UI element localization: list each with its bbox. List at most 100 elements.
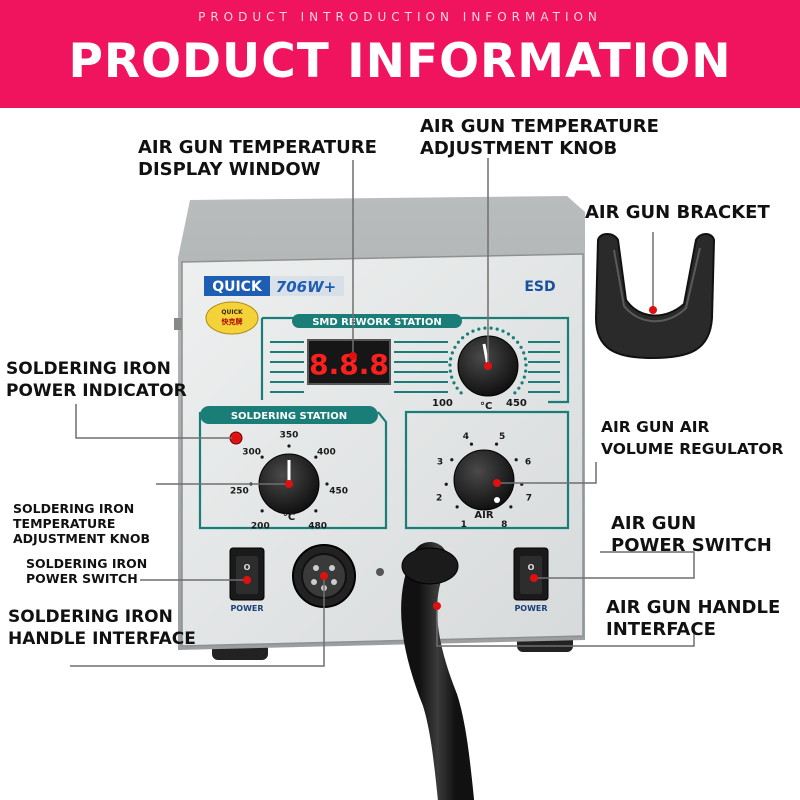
label-bracket: AIR GUN BRACKET (585, 202, 770, 223)
dial-tick (260, 455, 264, 459)
air-label: AIR (474, 510, 493, 521)
socket-pin (311, 579, 317, 585)
air-gun-bracket (594, 233, 716, 360)
dial-tick (455, 505, 459, 509)
dial-tick (465, 332, 470, 336)
socket-pin (329, 565, 335, 571)
socket-pin (313, 565, 319, 571)
dial-tick (287, 444, 291, 448)
dial-tick (469, 442, 474, 446)
pointer-lines (70, 158, 695, 667)
dial-tick (448, 363, 452, 367)
gun-power-label: POWER (514, 604, 547, 613)
dial-tick (517, 386, 521, 390)
dial-tick (461, 336, 465, 340)
air-volume-knob[interactable] (453, 449, 515, 511)
scale-label: 6 (525, 457, 531, 467)
dial-tick (522, 375, 526, 379)
soldering-title-bar (200, 406, 378, 424)
scale-label: 7 (526, 493, 532, 503)
dial-tick (314, 509, 318, 513)
scale-label: 1 (461, 520, 467, 530)
dial-tick (511, 336, 515, 340)
header-banner: PRODUCT INTRODUCTION INFORMATION PRODUCT… (0, 0, 800, 108)
dial-tick (519, 345, 523, 349)
label-display-window: AIR GUN TEMPERATURE DISPLAY WINDOW (138, 137, 377, 180)
dial-tick (489, 326, 493, 330)
dial-tick (453, 345, 457, 349)
label-air-volume: AIR GUN AIR VOLUME REGULATOR (601, 418, 784, 458)
scale-label: 5 (499, 432, 505, 442)
scale-label: 250 (230, 486, 249, 496)
scale-label: 3 (437, 457, 443, 467)
dial-tick (522, 351, 526, 355)
iron-switch-mark: O (244, 563, 251, 572)
scale-label: 480 (308, 521, 327, 531)
socket-pin (331, 579, 337, 585)
esd-mark: ESD (524, 279, 555, 295)
label-iron-indicator: SOLDERING IRON POWER INDICATOR (6, 359, 187, 401)
gun-switch-mark: O (528, 563, 535, 572)
soldering-panel (198, 411, 388, 530)
dial-tick (513, 391, 517, 395)
dial-tick (450, 351, 454, 355)
dial-tick (524, 369, 528, 373)
air-gun-handle-interface[interactable] (401, 547, 459, 585)
label-temp-knob: AIR GUN TEMPERATURE ADJUSTMENT KNOB (420, 116, 659, 159)
dial-tick (456, 340, 460, 344)
gun-switch-rocker (520, 556, 542, 594)
display-digits: 8.8.8 (309, 348, 389, 381)
dial-tick (325, 482, 329, 486)
panel-screw (376, 568, 384, 576)
dial-tick (452, 381, 456, 385)
dial-tick (514, 458, 518, 462)
dial-tick (520, 381, 524, 385)
air-temp-unit: °C (480, 401, 492, 412)
dial-tick (448, 369, 452, 373)
pointer-dots (232, 306, 657, 610)
soldering-title: SOLDERING STATION (231, 411, 347, 422)
iron-switch-rocker (236, 556, 258, 594)
dial-tick (501, 329, 505, 333)
dial-tick (495, 327, 499, 331)
dial-tick (459, 391, 463, 395)
brand-logo: QUICK 706W+ (204, 276, 344, 296)
smd-stripes (270, 341, 560, 393)
dial-tick (509, 505, 513, 509)
smd-title: SMD REWORK STATION (312, 317, 442, 328)
iron-power-label: POWER (230, 604, 263, 613)
dial-tick (506, 332, 511, 336)
dial-tick (516, 340, 520, 344)
air-temp-dial-ticks (448, 326, 528, 395)
scale-label: 4 (463, 432, 469, 442)
scale-label: 8 (501, 520, 507, 530)
dial-tick (450, 375, 454, 379)
scale-label: 2 (436, 493, 442, 503)
smd-title-bar (292, 314, 462, 328)
air-gun-hose (401, 542, 474, 800)
quality-badge: QUICK 快克牌 (205, 301, 259, 335)
dial-tick (471, 329, 475, 333)
iron-dial-ticks (249, 444, 329, 513)
svg-text:快克牌: 快克牌 (222, 317, 243, 326)
scale-label: 400 (317, 447, 336, 457)
header-subtitle: PRODUCT INTRODUCTION INFORMATION (198, 10, 602, 24)
air-knob-indicator (494, 497, 500, 503)
dial-tick (523, 357, 527, 361)
dial-tick (494, 442, 499, 446)
air-temp-min: 100 (432, 398, 453, 409)
temperature-display (307, 339, 391, 385)
label-iron-temp-knob: SOLDERING IRON TEMPERATURE ADJUSTMENT KN… (13, 501, 150, 546)
dial-tick (314, 455, 318, 459)
air-volume-panel (404, 410, 570, 530)
svg-text:QUICK: QUICK (221, 309, 243, 316)
dial-tick (449, 357, 453, 361)
scale-label: 450 (329, 486, 348, 496)
dial-tick (477, 327, 481, 331)
header-title: PRODUCT INFORMATION (68, 34, 732, 89)
iron-unit: °C (283, 512, 295, 523)
scale-label: 200 (251, 521, 270, 531)
dial-tick (450, 458, 454, 462)
